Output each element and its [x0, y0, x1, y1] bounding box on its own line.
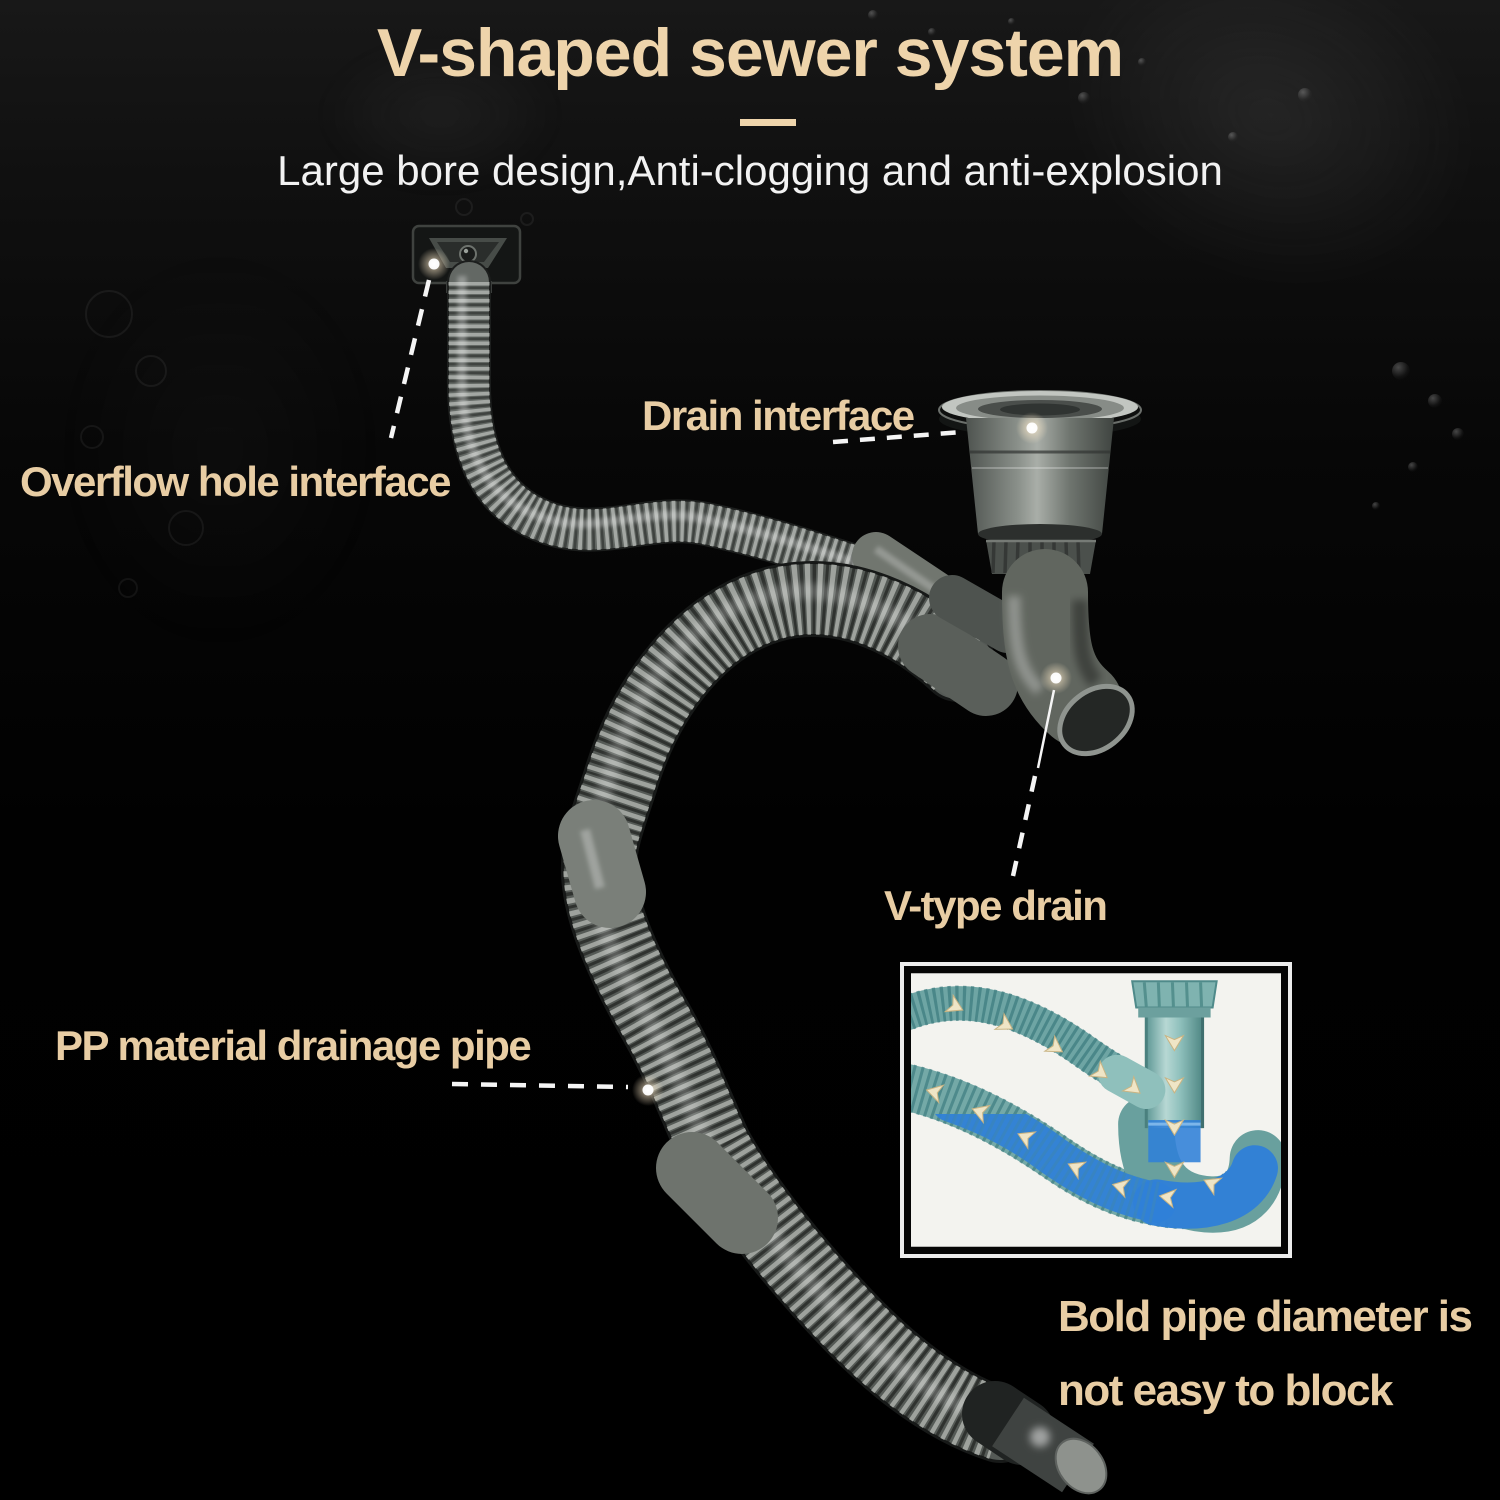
leader-overflow	[388, 279, 432, 439]
glow-dot-pp	[642, 1084, 654, 1096]
droplet-icon	[1228, 132, 1238, 142]
caption-line-1: Bold pipe diameter is	[1058, 1292, 1473, 1341]
elbow-side-port	[929, 575, 1031, 653]
hose-coupler	[656, 1132, 778, 1254]
glow-dot-vtype	[1050, 672, 1062, 684]
callout-drain-label: Drain interface	[642, 392, 915, 439]
droplet-icon	[1452, 428, 1464, 440]
droplet-icon	[1078, 92, 1090, 104]
elbow-outlet	[1057, 683, 1135, 757]
leader-pp	[451, 1081, 629, 1090]
bottom-caption: Bold pipe diameter is not easy to block	[1058, 1280, 1473, 1428]
leader-vtype	[1010, 775, 1038, 877]
bubble-icon	[135, 355, 167, 387]
leader-vtype-solid	[1036, 689, 1056, 769]
overflow-hose-coupler	[852, 532, 972, 628]
bubble-icon	[168, 510, 204, 546]
glow-dot-overflow	[428, 258, 440, 270]
page-title: V-shaped sewer system	[376, 15, 1124, 91]
droplet-icon	[1408, 462, 1418, 472]
bubble-icon	[85, 290, 133, 338]
caption-line-2: not easy to block	[1058, 1366, 1393, 1415]
v-type-elbow	[929, 549, 1135, 757]
drain-strainer	[938, 390, 1142, 596]
bubble-icon	[520, 212, 534, 226]
callout-vtype-label: V-type drain	[884, 882, 1108, 929]
callout-pp-label: PP material drainage pipe	[55, 1022, 532, 1069]
splash-smudge	[60, 250, 380, 650]
callout-overflow-label: Overflow hole interface	[20, 458, 451, 505]
glow-dot-drain	[1026, 422, 1038, 434]
strainer-neck	[1008, 574, 1084, 596]
overflow-hose	[446, 260, 972, 634]
hose-coupler	[558, 800, 646, 928]
bubble-icon	[455, 198, 473, 216]
title-dash	[740, 119, 796, 126]
droplet-icon	[1392, 362, 1410, 380]
subtitle: Large bore design,Anti-clogging and anti…	[277, 147, 1223, 194]
overflow-plate	[411, 224, 522, 293]
droplet-icon	[1372, 502, 1380, 510]
inset-detail-panel	[900, 962, 1292, 1258]
bubble-icon	[80, 425, 104, 449]
droplet-icon	[1428, 394, 1442, 408]
strainer-lock-nut	[986, 539, 1096, 574]
bubble-icon	[118, 578, 138, 598]
inset-illustration	[911, 973, 1281, 1247]
hose-elbow-connector	[898, 614, 1018, 716]
